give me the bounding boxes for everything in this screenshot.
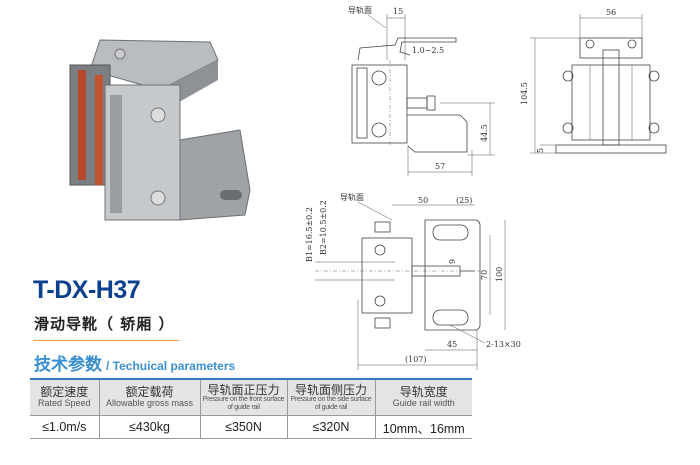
product-name: 滑动导靴（ 轿厢 ） (34, 315, 175, 333)
dim-9: 9 (448, 259, 457, 264)
dim-slots: 2-13×30 (486, 340, 521, 349)
dim-25: (25) (456, 196, 472, 205)
dim-base: 57 (435, 162, 445, 171)
dim-107: (107) (405, 355, 427, 364)
rail-face-label-top: 导轨面 (340, 192, 364, 202)
dim-height: 44.5 (480, 124, 489, 142)
divider (33, 340, 179, 341)
dim-15: 15 (393, 7, 403, 16)
value-side-pressure: ≤320N (286, 415, 375, 439)
value-front-pressure: ≤350N (199, 415, 287, 439)
dim-gap: 1.0~2.5 (412, 46, 444, 55)
table-row: ≤1.0m/s ≤430kg ≤350N ≤320N 10mm、16mm (30, 415, 472, 439)
product-photo (69, 39, 251, 221)
dim-50: 50 (418, 196, 428, 205)
dim-100: 100 (495, 267, 504, 282)
product-model: T-DX-H37 (33, 276, 141, 304)
dim-b2: B2=10.5±0.2 (319, 200, 328, 255)
section-title-cn: 技术参数 (34, 355, 102, 375)
section-title-en: / Techuical parameters (106, 359, 236, 373)
top-view-drawing: 导轨面 50 (25) B1=16.5±0.2 B2=10.5±0.2 9 70… (305, 192, 521, 370)
technical-drawings: 导轨面 15 1.0~2.5 44.5 57 56 104.5 5 导 (305, 5, 667, 370)
value-rated-speed: ≤1.0m/s (30, 415, 99, 439)
section-heading: 技术参数 / Techuical parameters (34, 350, 235, 375)
dim-70: 70 (480, 270, 489, 280)
value-rail-width: 10mm、16mm (374, 415, 472, 439)
dim-height-front: 104.5 (520, 82, 529, 105)
dim-45: 45 (447, 340, 457, 349)
rail-face-label: 导轨面 (348, 5, 372, 15)
dim-b1: B1=16.5±0.2 (305, 207, 314, 262)
value-gross-mass: ≤430kg (98, 415, 200, 439)
side-view-drawing: 导轨面 15 1.0~2.5 44.5 57 (348, 5, 495, 176)
dim-plate: 5 (536, 148, 545, 153)
dim-width: 56 (606, 8, 616, 17)
front-view-drawing: 56 104.5 5 (520, 8, 667, 154)
